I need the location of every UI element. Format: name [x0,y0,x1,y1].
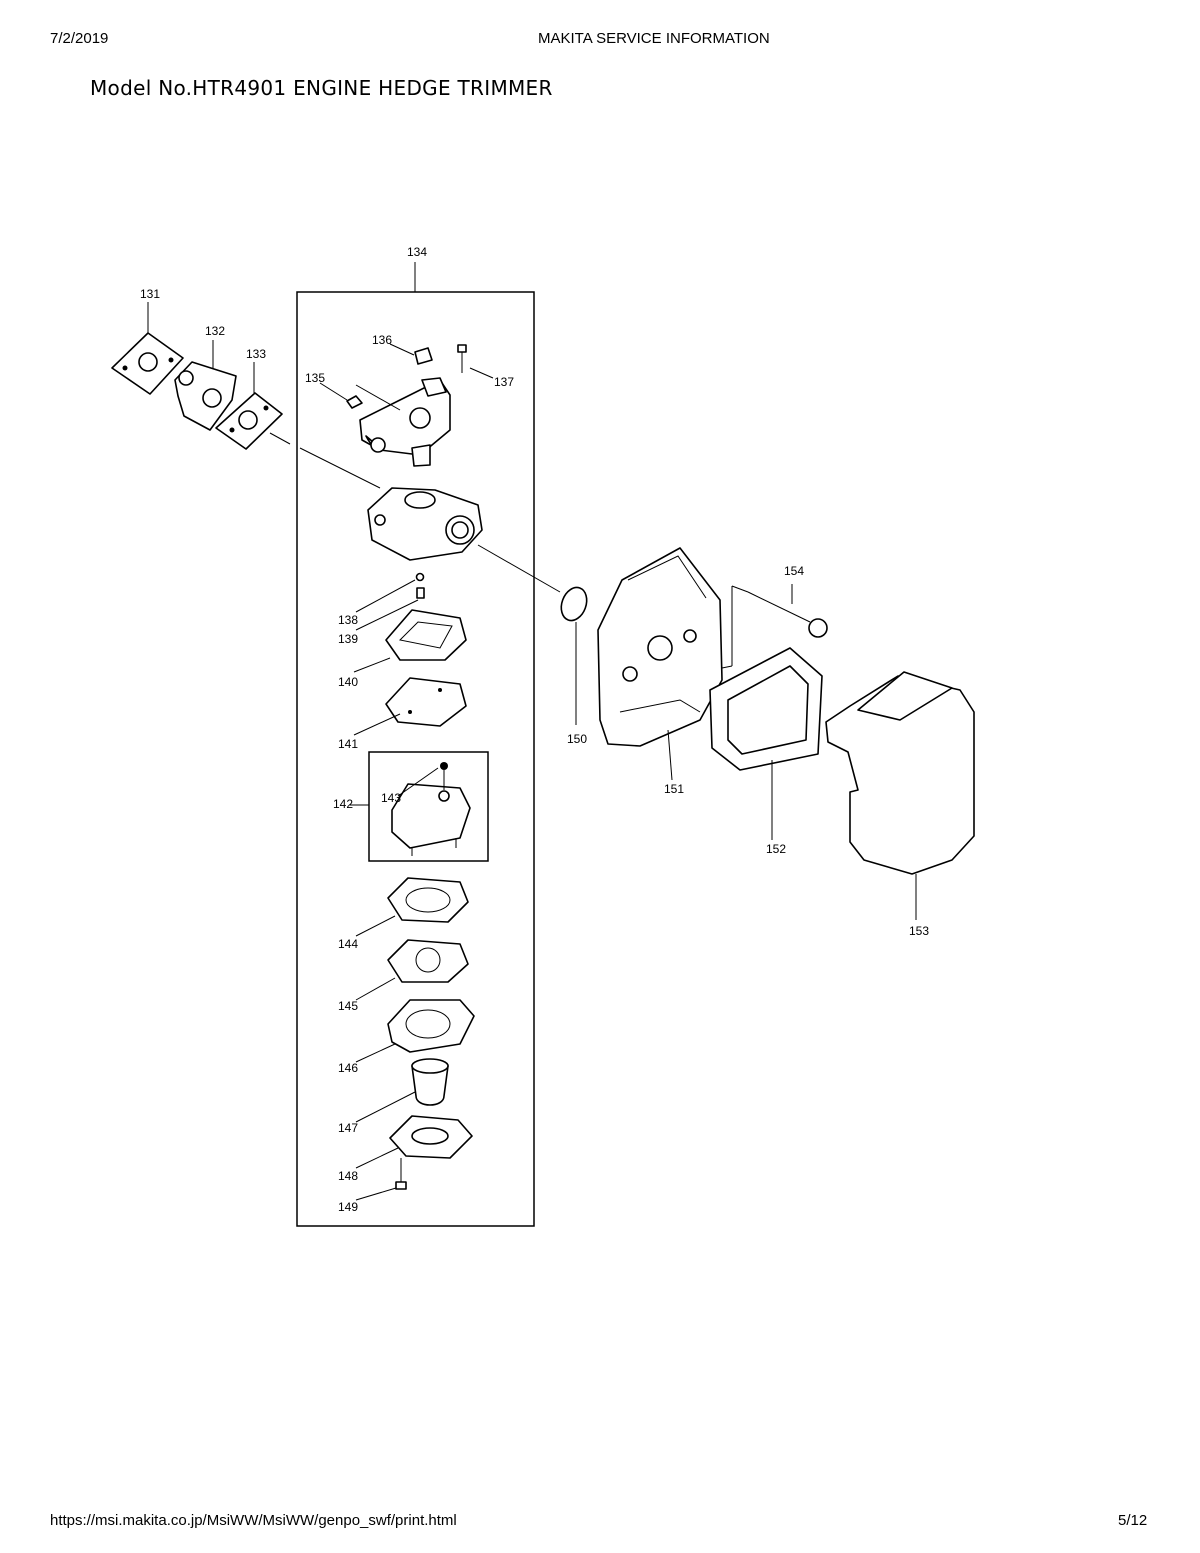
label-136: 136 [372,333,392,347]
throttle-body [359,377,451,467]
label-141: 141 [338,737,358,751]
page-title: Model No.HTR4901 ENGINE HEDGE TRIMMER [90,76,553,100]
insulator-132 [174,340,237,431]
site-title: MAKITA SERVICE INFORMATION [538,30,770,47]
screw-137 [457,344,494,379]
label-148: 148 [338,1169,358,1183]
label-139: 139 [338,632,358,646]
label-146: 146 [338,1061,358,1075]
label-154: 154 [784,564,804,578]
label-137: 137 [494,375,514,389]
label-147: 147 [338,1121,358,1135]
screw-149 [355,1158,407,1201]
label-134: 134 [407,245,427,259]
label-140: 140 [338,675,358,689]
gasket-133 [215,362,283,450]
label-145: 145 [338,999,358,1013]
label-151: 151 [664,782,684,796]
gasket-131 [111,302,184,395]
label-144: 144 [338,937,358,951]
label-133: 133 [246,347,266,361]
pump-body [391,762,471,856]
diaphragm-145 [355,939,469,1001]
page-number: 5/12 [1118,1512,1148,1529]
pump-body-frame [368,751,489,862]
label-131: 131 [140,287,160,301]
footer-url: https://msi.makita.co.jp/MsiWW/MsiWW/gen… [50,1512,457,1529]
label-149: 149 [338,1200,358,1214]
screw-136 [389,343,433,365]
label-142: 142 [333,797,353,811]
o-ring-150 [560,586,588,725]
label-150: 150 [567,732,587,746]
label-143: 143 [381,791,401,805]
air-cleaner-base-151 [597,547,723,781]
plate-141 [353,677,467,736]
label-152: 152 [766,842,786,856]
print-date: 7/2/2019 [50,30,109,47]
part-138 [355,572,425,631]
gasket-144 [355,877,469,937]
filter-element-152 [709,647,823,840]
label-132: 132 [205,324,225,338]
gasket-140 [353,609,467,673]
label-135: 135 [305,371,325,385]
part-135 [319,382,401,411]
retainer-148 [355,1115,473,1169]
primer-bulb-147 [355,1058,449,1123]
air-cleaner-cover-153 [825,671,975,920]
bolt-154 [747,584,828,638]
label-138: 138 [338,613,358,627]
carburetor-body [367,487,483,561]
cover-146 [355,999,475,1063]
label-153: 153 [909,924,929,938]
